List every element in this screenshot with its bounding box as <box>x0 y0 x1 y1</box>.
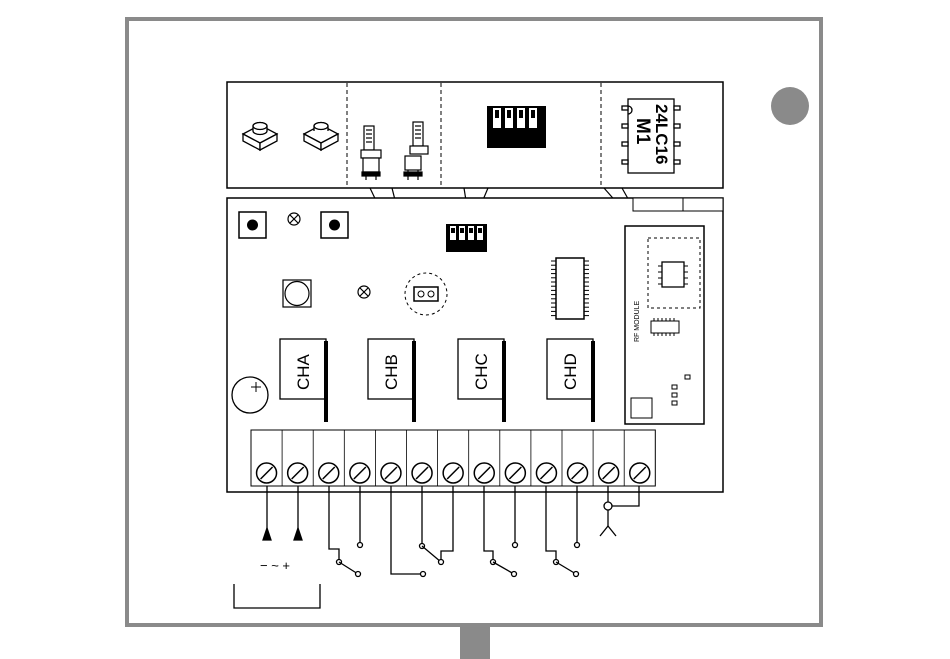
relay-label-chd: CHD <box>561 353 580 390</box>
relay-label-chc: CHC <box>472 353 491 390</box>
buzzer-icon <box>283 280 311 307</box>
pcb-board: CHA CHB CHC CHD <box>227 198 723 492</box>
bottom-tab <box>460 626 490 659</box>
led-icon <box>358 286 370 298</box>
board-dip-switch <box>446 224 487 252</box>
indicator-dot <box>771 87 809 125</box>
eeprom-chip-sub: M1 <box>632 118 653 145</box>
rf-module: RF MODULE <box>625 226 704 424</box>
relay-label-cha: CHA <box>294 353 313 390</box>
led-icon <box>288 213 300 225</box>
board-button-2 <box>321 212 348 238</box>
dip-switch-icon <box>487 106 546 148</box>
board-button-1 <box>239 212 266 238</box>
terminal-block <box>251 430 655 486</box>
relay-label-chb: CHB <box>382 354 401 390</box>
eeprom-chip-icon: 24LC16 M1 <box>622 99 680 173</box>
rf-module-label: RF MODULE <box>634 300 641 342</box>
detail-strip: 24LC16 M1 <box>227 82 723 188</box>
eeprom-chip-label: 24LC16 <box>652 104 671 164</box>
terminal-screw <box>257 463 277 483</box>
battery-icon <box>232 377 268 413</box>
power-polarity-label: − ~ + <box>260 558 290 573</box>
ic-chip <box>551 258 589 319</box>
